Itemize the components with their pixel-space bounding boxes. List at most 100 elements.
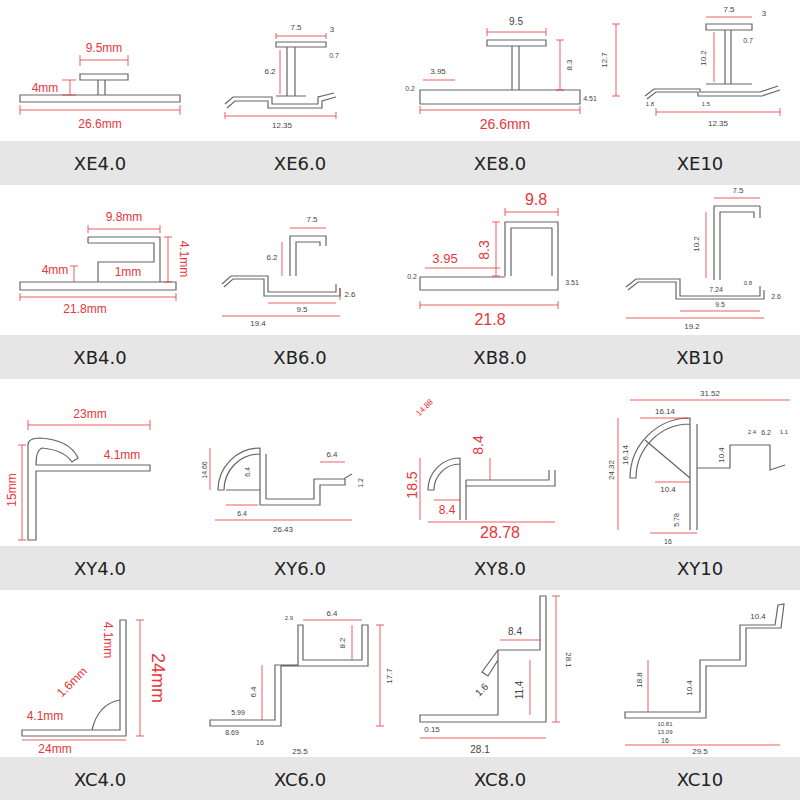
dimension-label: 0.2: [407, 273, 417, 280]
dimension-label: 7.5: [732, 187, 743, 195]
dimension-label: 12.35: [272, 122, 292, 130]
dimension-label: 16: [664, 538, 672, 545]
profile-xb10: [626, 198, 764, 318]
dimension-label: 8.3: [477, 240, 491, 259]
model-code: XY10: [677, 558, 723, 579]
dimension-label: 1.8: [646, 101, 654, 107]
dimension-label: 9.8mm: [106, 211, 143, 223]
dimension-label: 3.95: [432, 252, 457, 265]
label-band: XC4.0XC6.0XC8.0XC10: [0, 757, 800, 800]
dimension-label: 29.5: [692, 748, 708, 756]
dimension-label: 0.7: [329, 52, 339, 59]
model-code: XE8.0: [474, 153, 526, 174]
dimension-label: 26.6mm: [78, 118, 121, 130]
profile-xe6: [225, 33, 336, 119]
dimension-label: 12.7: [601, 52, 609, 68]
dimension-label: 4.1mm: [178, 241, 190, 278]
dimension-label: 1mm: [115, 266, 142, 278]
model-code: XB10: [676, 347, 724, 368]
dimension-label: 6.4: [250, 686, 258, 697]
dimension-label: 4mm: [32, 82, 59, 94]
profile-xe10: [612, 17, 780, 116]
dimension-label: 7.5: [290, 24, 301, 32]
dimension-label: 19.2: [684, 323, 700, 331]
dimension-label: 14.66: [201, 461, 208, 479]
model-code: XY4.0: [74, 558, 126, 579]
label-band: XB4.0XB6.0XB8.0XB10: [0, 335, 800, 379]
dimension-label: 9.5mm: [86, 42, 123, 54]
model-code: XC6.0: [274, 768, 326, 789]
dimension-label: 5.99: [231, 709, 245, 716]
dimension-label: 28.78: [480, 525, 520, 541]
dimension-label: 16: [661, 737, 669, 744]
dimension-label: 23mm: [73, 408, 106, 420]
label-band: XY4.0 XY6.0 XY8.0 XY10: [0, 546, 800, 590]
dimension-label: 4.1mm: [27, 710, 64, 722]
dimension-label: 6.2: [266, 254, 277, 262]
dimension-label: 6.4: [237, 510, 247, 517]
profile-xc6: [210, 620, 384, 726]
model-code: XY8.0: [474, 558, 526, 579]
dimension-label: 8.4: [508, 627, 522, 637]
dimension-label: 3.95: [430, 68, 446, 76]
model-code: XB6.0: [273, 347, 326, 368]
dimension-label: 24mm: [149, 653, 167, 703]
dimension-label: 3: [330, 26, 334, 34]
model-code: XE10: [677, 153, 724, 174]
dimension-label: 26.43: [273, 526, 293, 534]
dimension-label: 16.14: [622, 445, 630, 465]
dimension-label: 8.3: [566, 59, 574, 70]
profile-xe8: [420, 28, 580, 114]
dimension-label: 1.5: [702, 101, 710, 107]
dimension-label: 4.1mm: [102, 622, 114, 659]
dimension-label: 12.35: [708, 120, 728, 128]
dimension-label: 1.6mm: [55, 665, 89, 699]
profile-xc8: [420, 596, 560, 738]
dimension-label: 10.81: [657, 721, 672, 727]
dimension-label: 9.5: [509, 17, 523, 27]
dimension-label: 10.4: [660, 486, 676, 494]
model-code: XC10: [677, 768, 724, 789]
dimension-label: 10.4: [750, 613, 766, 621]
dimension-label: 11.4: [515, 681, 525, 700]
dimension-label: 0.2: [405, 85, 415, 92]
dimension-label: 16.14: [655, 408, 675, 416]
dimension-label: 0.15: [424, 726, 440, 734]
profile-xy10: [618, 400, 790, 533]
profile-xc4: [22, 620, 144, 740]
dimension-label: 15mm: [6, 473, 18, 506]
dimension-label: 8.4: [471, 435, 485, 454]
dimension-label: 7.5: [306, 216, 317, 224]
dimension-label: 21.8mm: [63, 303, 106, 315]
dimension-label: 10.4: [686, 680, 694, 696]
profile-xy4: [18, 420, 150, 540]
dimension-label: 19.4: [250, 320, 266, 328]
profile-xb6: [222, 228, 340, 316]
dimension-label: 9.5: [715, 301, 725, 308]
dimension-label: 18.8: [636, 672, 644, 688]
dimension-label: 3: [762, 10, 766, 18]
dimension-label: 2.9: [285, 615, 293, 621]
dimension-label: 1.6: [474, 682, 491, 699]
dimension-label: 6.4: [326, 610, 337, 618]
dimension-label: 2.6: [771, 293, 781, 300]
model-code: XE4.0: [74, 153, 126, 174]
dimension-label: 10.2: [700, 50, 708, 66]
dimension-label: 31.52: [700, 390, 720, 398]
dimension-label: 25.5: [292, 748, 308, 756]
dimension-label: 10.2: [693, 236, 701, 252]
dimension-label: 18.5: [405, 471, 419, 498]
profile-xb8: [420, 208, 558, 309]
dimension-label: 2.6: [344, 291, 355, 299]
model-code: XE6.0: [274, 153, 326, 174]
profile-xy8: [420, 458, 555, 522]
dimension-label: 6.4: [326, 451, 337, 459]
dimension-label: 24mm: [38, 743, 71, 755]
label-band: XE4.0 XE6.0 XE8.0 XE10: [0, 141, 800, 185]
dimension-label: 4.1mm: [104, 449, 141, 461]
dimension-label: 4mm: [42, 264, 69, 276]
model-code: XY6.0: [274, 558, 326, 579]
dimension-label: 5.78: [673, 513, 680, 527]
dimension-label: 8.69: [225, 729, 239, 736]
